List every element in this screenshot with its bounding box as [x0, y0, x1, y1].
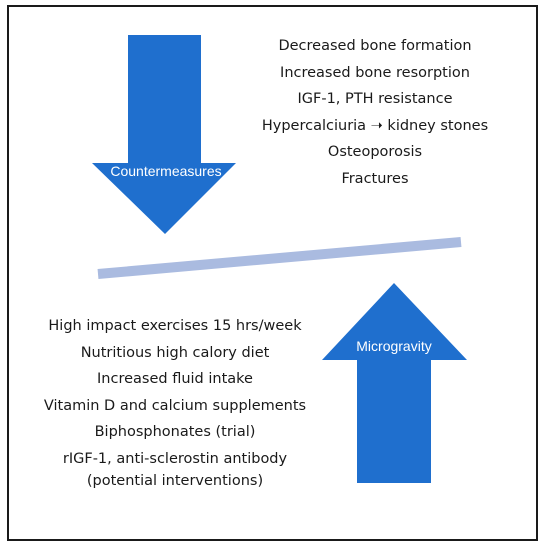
countermeasure-item: Increased fluid intake [97, 371, 253, 387]
microgravity-arrow [322, 283, 467, 483]
effect-item: Increased bone resorption [280, 64, 470, 81]
microgravity-effects-list: Decreased bone formation Increased bone … [250, 33, 500, 192]
potential-interventions-note: (potential interventions) [86, 473, 264, 489]
effect-item: Decreased bone formation [278, 38, 472, 54]
countermeasures-arrow-label: Countermeasures [110, 163, 221, 179]
microgravity-arrow-label: Microgravity [356, 338, 431, 354]
balance-lever [97, 237, 462, 279]
countermeasures-list: High impact exercises 15 hrs/week Nutrit… [30, 313, 320, 491]
countermeasures-arrow [92, 35, 236, 234]
effect-item: IGF-1, PTH resistance [297, 91, 453, 107]
effect-item: Hypercalciuria ➝ kidney stones [261, 117, 489, 134]
countermeasure-item: rIGF-1, anti-sclerostin antibody [62, 450, 288, 467]
effect-item: Fractures [341, 170, 409, 187]
countermeasure-item: Vitamin D and calcium supplements [43, 397, 307, 414]
diagram-frame [7, 5, 538, 541]
countermeasure-item: Biphosphonates (trial) [94, 424, 256, 440]
countermeasure-item: Nutritious high calory diet [80, 344, 270, 361]
effect-item: Osteoporosis [327, 144, 423, 160]
countermeasure-item: High impact exercises 15 hrs/week [48, 318, 302, 334]
